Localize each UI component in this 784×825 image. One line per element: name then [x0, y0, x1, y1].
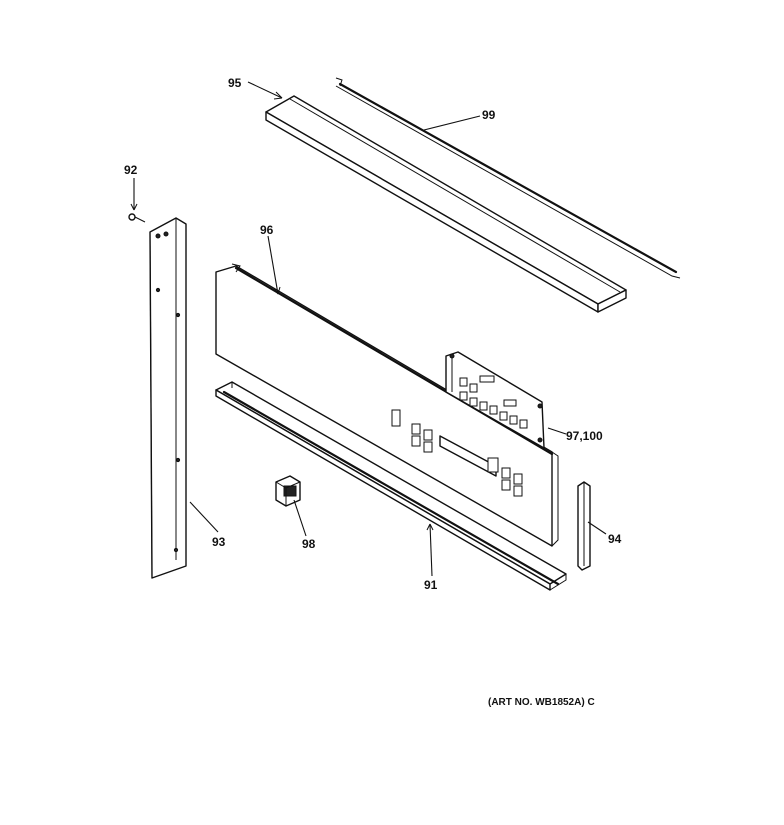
part-96-backguard-panel [215, 263, 559, 547]
callout-96: 96 [260, 223, 274, 237]
part-97-100-control-board [445, 351, 545, 449]
part-94-side-strip [577, 481, 591, 571]
callout-93: 93 [212, 535, 226, 549]
part-92-screw [128, 213, 146, 223]
art-number: (ART NO. WB1852A) C [488, 697, 595, 708]
part-98-switch [275, 475, 301, 507]
callout-91: 91 [424, 578, 438, 592]
callout-92: 92 [124, 163, 138, 177]
callout-95: 95 [228, 76, 242, 90]
part-93-side-bracket [149, 217, 187, 579]
part-99-rod [335, 77, 681, 279]
part-91-bottom-trim [215, 381, 567, 591]
callout-97-100: 97,100 [566, 429, 603, 443]
callout-99: 99 [482, 108, 496, 122]
callout-94: 94 [608, 532, 622, 546]
part-95-top-trim [265, 95, 627, 313]
callout-98: 98 [302, 537, 316, 551]
leader-lines [130, 81, 607, 577]
